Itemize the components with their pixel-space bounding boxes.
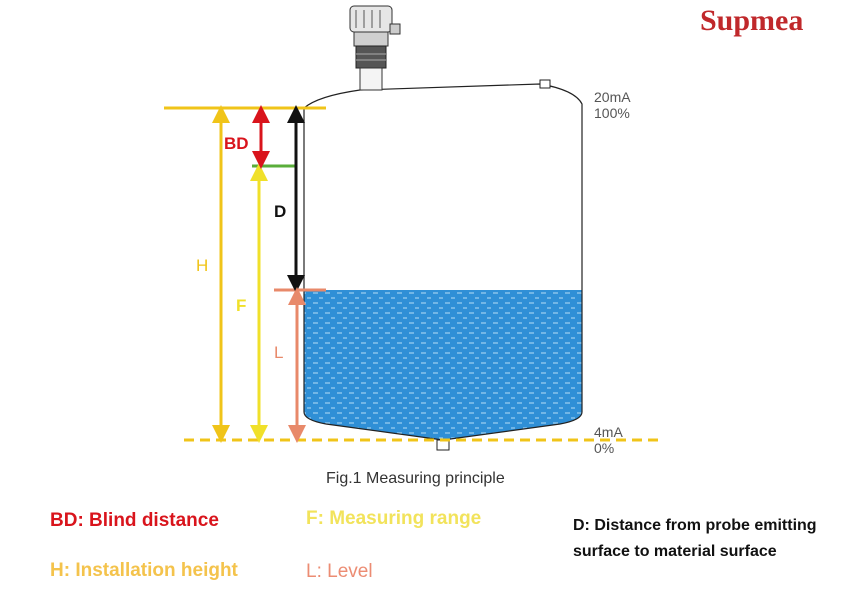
bd-label: BD <box>224 134 249 153</box>
top-percent-label: 100% <box>594 105 630 121</box>
figure-caption: Fig.1 Measuring principle <box>326 470 505 487</box>
top-nozzle <box>539 79 551 89</box>
tank-outline <box>303 83 583 441</box>
h-label: H <box>196 256 209 275</box>
legend-level: L: Level <box>306 561 373 582</box>
brand-logo: Supmea <box>700 4 804 37</box>
top-current-label: 20mA <box>594 89 631 105</box>
legend-blind-distance: BD: Blind distance <box>50 510 219 531</box>
legend-measuring-range: F: Measuring range <box>306 508 482 529</box>
bottom-percent-label: 0% <box>594 440 615 456</box>
liquid-fill <box>304 290 582 440</box>
legend-installation-height: H: Installation height <box>50 560 238 581</box>
f-label: F <box>236 296 247 315</box>
bottom-current-label: 4mA <box>594 424 623 440</box>
d-label: D <box>274 202 287 221</box>
ultrasonic-sensor-icon <box>349 5 401 91</box>
legend-distance: D: Distance from probe emitting surface … <box>573 517 817 560</box>
l-label: L <box>274 343 284 362</box>
